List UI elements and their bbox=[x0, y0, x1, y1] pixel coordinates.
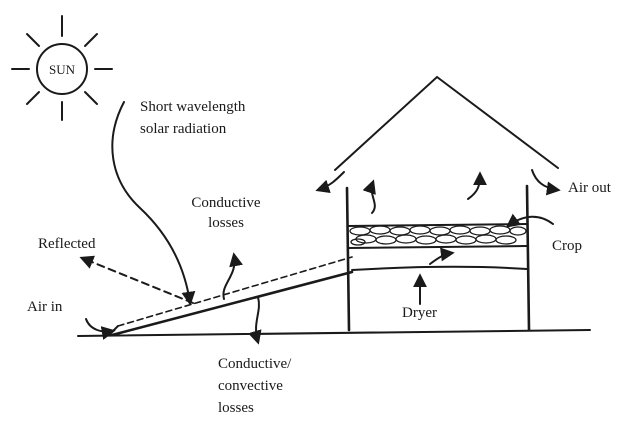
air-in-label: Air in bbox=[27, 299, 63, 315]
sun-icon: SUN bbox=[11, 15, 113, 121]
sun-label: SUN bbox=[49, 62, 76, 77]
left-outlet-arrow bbox=[315, 171, 345, 194]
convective-losses-label-line2: convective bbox=[218, 378, 283, 394]
dryer-label: Dryer bbox=[402, 305, 437, 321]
air-out-label: Air out bbox=[568, 180, 611, 196]
crop-label: Crop bbox=[552, 238, 582, 254]
convective-losses-label-line1: Conductive/ bbox=[218, 356, 292, 372]
conductive-losses-arrow bbox=[222, 252, 243, 300]
air-in-arrow bbox=[85, 318, 116, 340]
crop-bed-icon bbox=[349, 225, 527, 246]
conductive-losses-label-line1: Conductive bbox=[191, 195, 261, 211]
conductive-losses-label-line2: losses bbox=[208, 215, 244, 231]
rising-air-arrow-1 bbox=[362, 179, 376, 214]
rising-air-arrow-2 bbox=[467, 171, 487, 200]
airflow-arrow bbox=[429, 247, 455, 265]
convective-losses-arrow bbox=[248, 296, 262, 345]
reflected-label: Reflected bbox=[38, 236, 96, 252]
radiation-label-line1: Short wavelength bbox=[140, 99, 246, 115]
ground-line bbox=[77, 329, 591, 337]
air-out-arrow bbox=[531, 169, 561, 196]
convective-losses-label-line3: losses bbox=[218, 400, 254, 416]
reflected-arrow bbox=[79, 255, 194, 304]
solar-collector bbox=[109, 256, 354, 337]
radiation-label-line2: solar radiation bbox=[140, 121, 227, 137]
solar-radiation-arrow bbox=[111, 101, 196, 306]
dryer-cabinet bbox=[345, 184, 531, 332]
dryer-roof bbox=[334, 75, 559, 171]
crop-leader-arrow bbox=[505, 213, 554, 228]
